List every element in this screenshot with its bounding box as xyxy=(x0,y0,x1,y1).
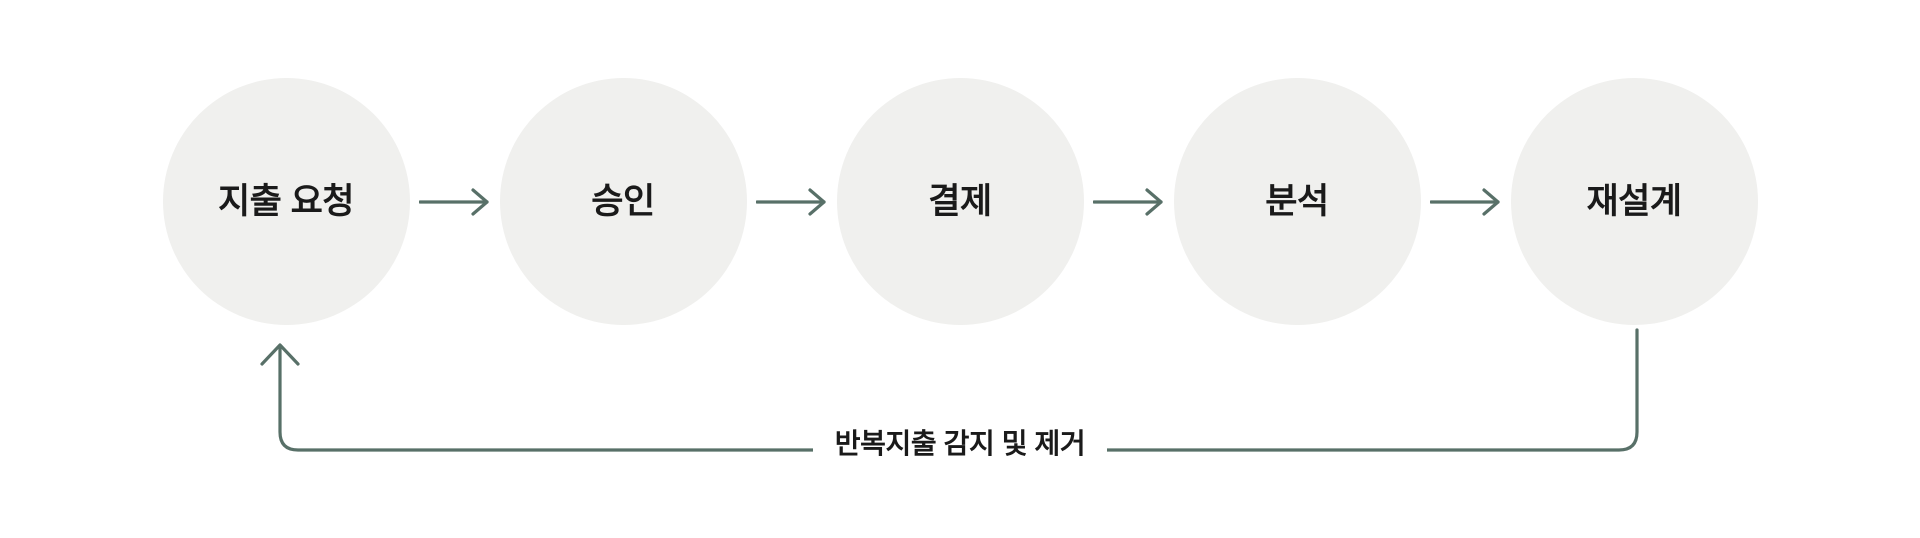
stage-circle-expense-request[interactable]: 지출 요청 xyxy=(162,78,410,325)
connector-arrow-1 xyxy=(410,78,500,325)
arrow-right-icon xyxy=(1092,187,1163,216)
arrow-right-icon xyxy=(1429,187,1500,216)
stage-label: 지출 요청 xyxy=(217,182,355,221)
connector-arrow-3 xyxy=(1084,78,1174,325)
stage-row: 지출 요청 승인 결제 분석 xyxy=(162,78,1758,325)
stage-circle-payment[interactable]: 결제 xyxy=(836,78,1084,325)
stage-label: 재설계 xyxy=(1586,182,1682,221)
feedback-loop-label-wrap: 반복지출 감지 및 제거 xyxy=(0,428,1920,459)
stage-label: 승인 xyxy=(591,182,655,221)
stage-circle-redesign[interactable]: 재설계 xyxy=(1510,78,1758,325)
arrow-right-icon xyxy=(755,187,826,216)
stage-label: 분석 xyxy=(1265,182,1329,221)
connector-arrow-4 xyxy=(1421,78,1511,325)
stage-circle-approval[interactable]: 승인 xyxy=(499,78,747,325)
feedback-loop-label: 반복지출 감지 및 제거 xyxy=(812,428,1108,459)
connector-arrow-2 xyxy=(747,78,837,325)
stage-label: 결제 xyxy=(928,182,992,221)
arrow-up-icon xyxy=(260,343,300,366)
arrow-right-icon xyxy=(418,187,489,216)
stage-circle-analysis[interactable]: 분석 xyxy=(1173,78,1421,325)
